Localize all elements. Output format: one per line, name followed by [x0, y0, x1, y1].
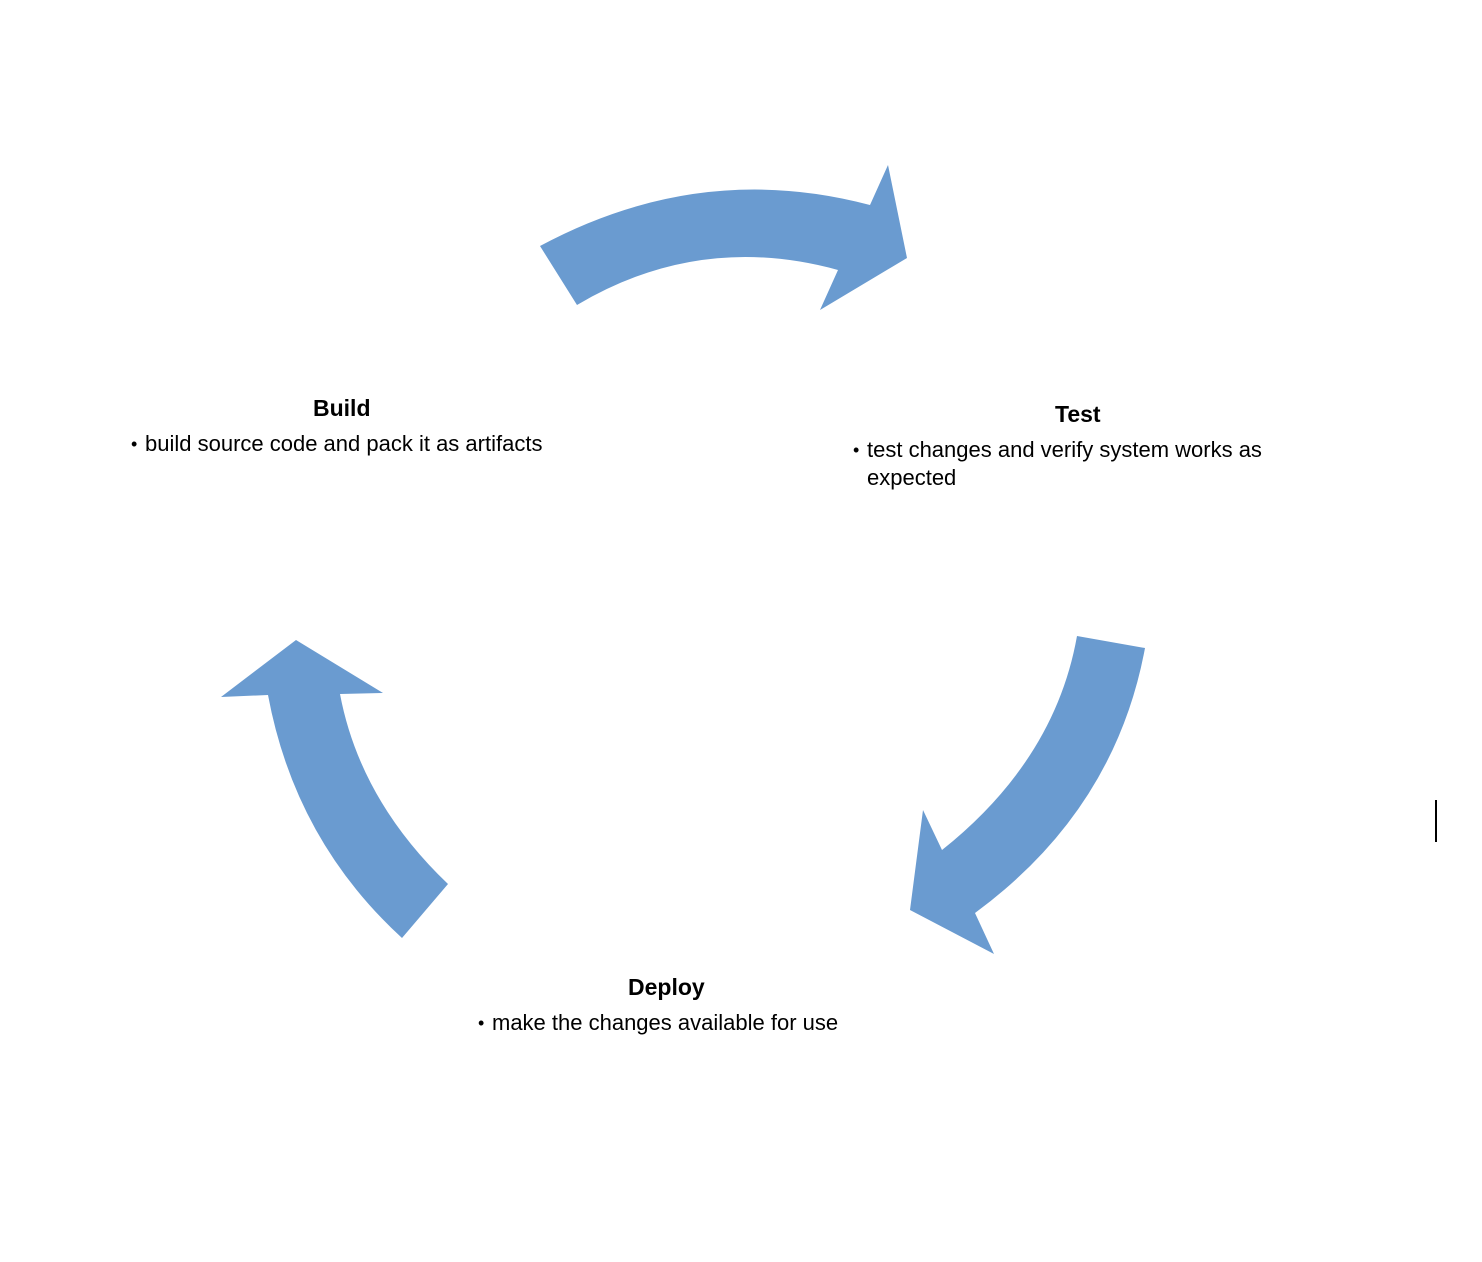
bullet-icon: • [131, 434, 138, 454]
stage-bullets-deploy: • make the changes available for use [478, 1009, 898, 1037]
stage-bullet-text: make the changes available for use [492, 1010, 839, 1035]
stage-bullet: • test changes and verify system works a… [853, 436, 1303, 492]
stage-bullets-test: • test changes and verify system works a… [853, 436, 1303, 492]
stage-bullet: • make the changes available for use [478, 1009, 898, 1037]
stage-test: Test • test changes and verify system wo… [853, 400, 1303, 492]
stage-title-deploy: Deploy [628, 974, 705, 1000]
stage-bullet: • build source code and pack it as artif… [131, 430, 551, 458]
text-cursor [1435, 800, 1437, 842]
stage-build: Build • build source code and pack it as… [131, 394, 551, 458]
arrow-deploy-to-build [221, 640, 448, 938]
bullet-icon: • [478, 1013, 485, 1033]
stage-bullet-text: test changes and verify system works as … [867, 437, 1262, 490]
stage-title-build: Build [313, 395, 371, 421]
arrow-build-to-test [540, 165, 907, 310]
bullet-icon: • [853, 440, 860, 460]
arrow-test-to-deploy [910, 636, 1145, 954]
stage-bullets-build: • build source code and pack it as artif… [131, 430, 551, 458]
stage-title-test: Test [1055, 401, 1101, 427]
stage-bullet-text: build source code and pack it as artifac… [145, 431, 543, 456]
stage-deploy: Deploy • make the changes available for … [478, 973, 898, 1037]
